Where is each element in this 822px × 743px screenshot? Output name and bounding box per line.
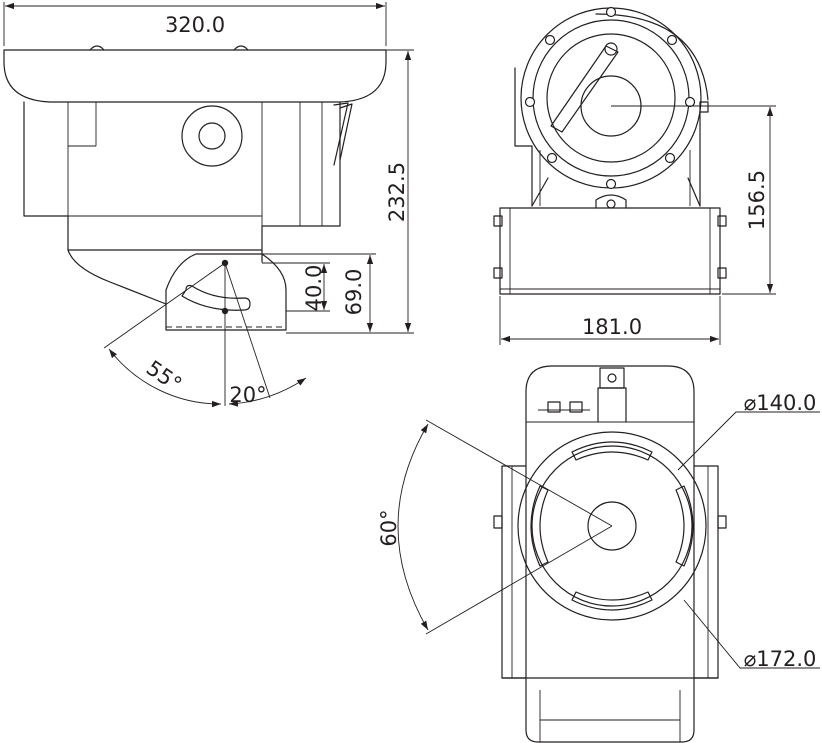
front-bracket-box	[499, 207, 721, 295]
dim-front-height: 156.5	[745, 170, 769, 230]
sunshield-screw-right	[233, 45, 249, 51]
dim-bracket-height: 69.0	[342, 269, 366, 316]
sunshield	[3, 49, 387, 103]
dim-tilt-down-angle: 20°	[229, 383, 266, 407]
side-port-inner	[198, 122, 226, 150]
tilt-up-arc	[108, 348, 222, 408]
dim-window-diameter: ⌀140.0	[744, 391, 817, 415]
dim-flange-diameter: ⌀172.0	[744, 647, 817, 671]
dim-fov-angle: 60°	[377, 509, 401, 546]
dim-tilt-up-angle: 55°	[142, 356, 186, 397]
bottom-flange-outer	[517, 431, 707, 621]
side-view: 320.0 232.5 40.0 69.0 55° 20°	[3, 2, 414, 408]
dim-top-width: 320.0	[165, 13, 225, 37]
wiper-arm	[550, 45, 619, 133]
side-port-outer	[181, 105, 243, 167]
front-view: 156.5 181.0	[493, 6, 776, 345]
dim-front-width: 181.0	[582, 315, 642, 339]
fov-arc	[397, 423, 429, 631]
tilt-down-arc	[228, 377, 307, 407]
bottom-view: 60° ⌀140.0 ⌀172.0	[377, 365, 820, 743]
bottom-base	[525, 677, 695, 743]
bottom-center-bore	[587, 501, 637, 551]
housing-body	[23, 101, 341, 251]
dim-total-height: 232.5	[385, 162, 409, 222]
saddle	[67, 249, 167, 305]
sunshield-screw-left	[89, 45, 105, 51]
dim-pivot-height: 40.0	[302, 265, 326, 312]
bottom-housing	[525, 365, 695, 467]
bottom-flange-inner	[531, 445, 693, 607]
bottom-side-plate-right	[693, 465, 719, 679]
